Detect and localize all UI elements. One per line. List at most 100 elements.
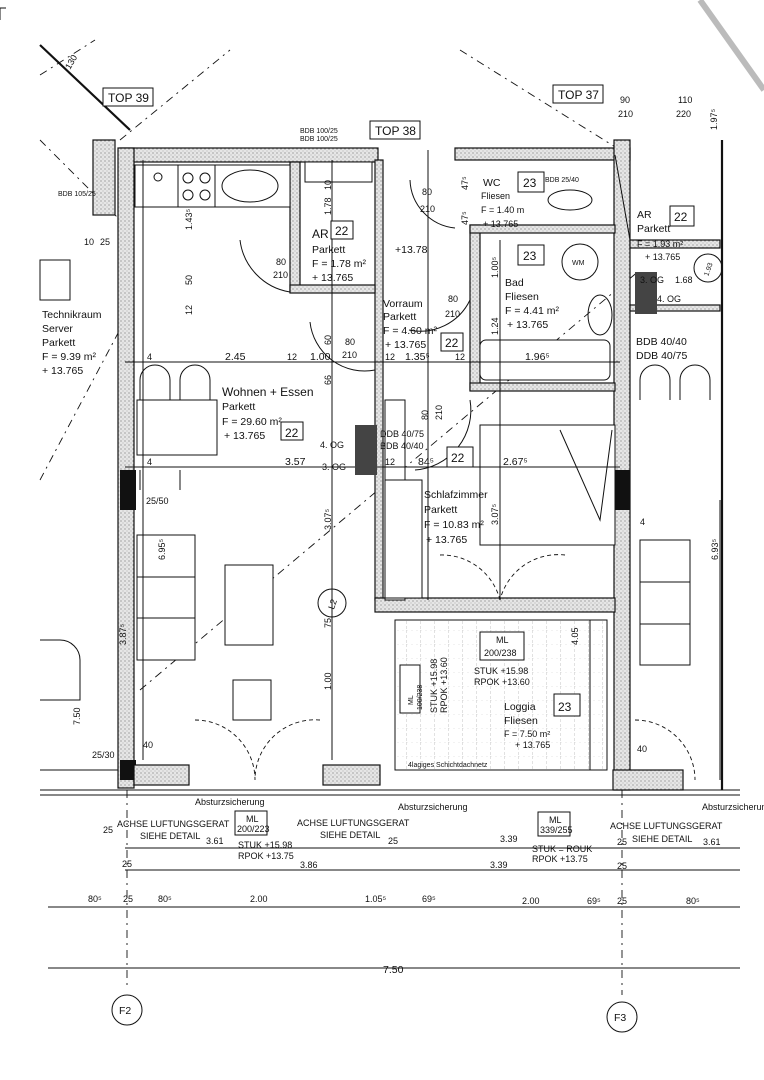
top-39-label: TOP 39 — [108, 91, 149, 105]
svg-text:Parkett: Parkett — [42, 337, 75, 349]
svg-text:Parkett: Parkett — [312, 244, 345, 256]
svg-text:25: 25 — [617, 837, 627, 847]
svg-text:ML: ML — [408, 695, 415, 705]
svg-text:80: 80 — [422, 187, 432, 197]
svg-text:22: 22 — [451, 451, 465, 465]
svg-text:84⁵: 84⁵ — [418, 456, 434, 468]
top-38-label: TOP 38 — [375, 124, 416, 138]
svg-text:1.35⁵: 1.35⁵ — [405, 351, 430, 363]
svg-text:3.57: 3.57 — [285, 456, 306, 468]
svg-text:3.07⁵: 3.07⁵ — [323, 508, 333, 530]
svg-text:25: 25 — [103, 825, 113, 835]
room-bad: Bad Fliesen F = 4.41 m² + 13.765 23 WM — [505, 249, 585, 331]
svg-text:80: 80 — [345, 337, 355, 347]
svg-text:1.00: 1.00 — [310, 351, 331, 363]
svg-text:4: 4 — [147, 352, 152, 362]
svg-text:Fliesen: Fliesen — [481, 191, 510, 201]
svg-text:+ 13.765: + 13.765 — [426, 534, 467, 546]
svg-text:339/255: 339/255 — [540, 825, 573, 835]
svg-text:SIEHE DETAIL: SIEHE DETAIL — [632, 834, 692, 844]
svg-text:80⁵: 80⁵ — [88, 894, 102, 904]
svg-text:Absturzsicherung: Absturzsicherung — [398, 802, 468, 812]
svg-text:210: 210 — [445, 309, 460, 319]
svg-text:200/223: 200/223 — [237, 824, 270, 834]
svg-text:RPOK +13.75: RPOK +13.75 — [532, 854, 588, 864]
svg-text:2.00: 2.00 — [250, 894, 268, 904]
svg-text:6.95⁵: 6.95⁵ — [157, 538, 167, 560]
room-ar: AR Parkett F = 1.78 m² + 13.765 22 — [312, 224, 366, 284]
svg-text:4.05: 4.05 — [570, 627, 580, 645]
window-ml-100-238: ML 100/238 STUK +15.98 RPOK +13.60 — [408, 657, 449, 713]
svg-text:25: 25 — [388, 836, 398, 846]
room-ar-right: AR Parkett F = 1.93 m² + 13.765 22 — [637, 209, 688, 262]
room-dimensions: 2.45 12 1.00 12 1.35⁵ 12 1.96⁵ 3.57 12 8… — [63, 53, 692, 760]
svg-text:F = 1.93 m²: F = 1.93 m² — [637, 239, 683, 249]
axis-right-label: 1.93 — [703, 262, 714, 277]
svg-text:3.39: 3.39 — [500, 834, 518, 844]
svg-text:Parkett: Parkett — [424, 504, 457, 516]
svg-text:ML: ML — [246, 814, 259, 824]
axis-f3-label: F3 — [614, 1012, 626, 1024]
svg-text:25: 25 — [122, 859, 132, 869]
svg-text:+ 13.765: + 13.765 — [42, 365, 83, 377]
svg-text:Parkett: Parkett — [222, 401, 255, 413]
svg-text:47⁵: 47⁵ — [460, 176, 470, 190]
svg-text:F = 10.83 m²: F = 10.83 m² — [424, 519, 484, 531]
svg-text:Vorraum: Vorraum — [383, 298, 423, 310]
svg-text:25: 25 — [123, 894, 133, 904]
furniture — [136, 154, 711, 721]
page-fold — [697, 0, 764, 92]
svg-text:2.45: 2.45 — [225, 351, 246, 363]
dimension-lines — [48, 150, 740, 995]
svg-text:1.68: 1.68 — [675, 275, 693, 285]
svg-text:22: 22 — [445, 336, 459, 350]
svg-text:2.00: 2.00 — [522, 896, 540, 906]
svg-text:4lagiges Schichtdachnetz: 4lagiges Schichtdachnetz — [408, 762, 488, 769]
svg-text:4: 4 — [640, 517, 645, 527]
svg-text:Technikraum: Technikraum — [42, 309, 102, 321]
svg-text:1.24: 1.24 — [490, 317, 500, 335]
svg-text:+ 13.765: + 13.765 — [645, 252, 680, 262]
svg-text:F = 4.41 m²: F = 4.41 m² — [505, 305, 559, 317]
svg-text:ML: ML — [496, 635, 509, 645]
svg-text:Fliesen: Fliesen — [504, 715, 538, 727]
svg-text:BDB 40/40: BDB 40/40 — [380, 441, 424, 451]
svg-text:BDB 105/25: BDB 105/25 — [58, 191, 96, 198]
svg-text:+ 13.765: + 13.765 — [483, 219, 518, 229]
svg-text:6.93⁵: 6.93⁵ — [710, 538, 720, 560]
svg-text:ML: ML — [549, 815, 562, 825]
svg-text:1.97⁵: 1.97⁵ — [709, 108, 719, 130]
svg-text:+ 13.765: + 13.765 — [312, 272, 353, 284]
svg-text:RPOK +13.75: RPOK +13.75 — [238, 851, 294, 861]
svg-text:3.86: 3.86 — [300, 860, 318, 870]
svg-text:220: 220 — [676, 109, 691, 119]
svg-text:Parkett: Parkett — [637, 223, 670, 235]
svg-text:75: 75 — [323, 618, 333, 628]
svg-text:200/238: 200/238 — [484, 648, 517, 658]
svg-text:66: 66 — [323, 375, 333, 385]
svg-text:+ 13.765: + 13.765 — [224, 430, 265, 442]
room-schlafzimmer: Schlafzimmer Parkett F = 10.83 m² + 13.7… — [424, 451, 488, 546]
svg-text:25/30: 25/30 — [92, 750, 115, 760]
svg-text:+ 13.765: + 13.765 — [515, 740, 550, 750]
svg-text:22: 22 — [674, 210, 688, 224]
svg-text:12: 12 — [455, 352, 465, 362]
window-ml-339-255: ML 339/255 STUK = ROUK RPOK +13.75 — [532, 815, 592, 864]
svg-text:BDB 40/40: BDB 40/40 — [636, 336, 687, 348]
svg-text:Loggia: Loggia — [504, 701, 536, 713]
svg-text:ACHSE LUFTUNGSGERAT: ACHSE LUFTUNGSGERAT — [297, 818, 410, 828]
svg-text:25/50: 25/50 — [146, 496, 169, 506]
svg-text:2.67⁵: 2.67⁵ — [503, 456, 528, 468]
svg-text:22: 22 — [285, 426, 299, 440]
axis-right-circle — [693, 253, 723, 283]
svg-text:SIEHE DETAIL: SIEHE DETAIL — [320, 830, 380, 840]
svg-text:1.05⁵: 1.05⁵ — [365, 894, 387, 904]
svg-text:SIEHE DETAIL: SIEHE DETAIL — [140, 831, 200, 841]
room-wohnen-essen: Wohnen + Essen Parkett F = 29.60 m² + 13… — [222, 385, 314, 442]
svg-text:+ 13.765: + 13.765 — [507, 319, 548, 331]
svg-text:3. OG: 3. OG — [640, 275, 664, 285]
svg-text:STUK +15.98: STUK +15.98 — [474, 666, 528, 676]
window-ml-200-238: ML 200/238 STUK +15.98 RPOK +13.60 — [474, 635, 530, 687]
svg-text:F = 4.60 m²: F = 4.60 m² — [383, 325, 437, 337]
